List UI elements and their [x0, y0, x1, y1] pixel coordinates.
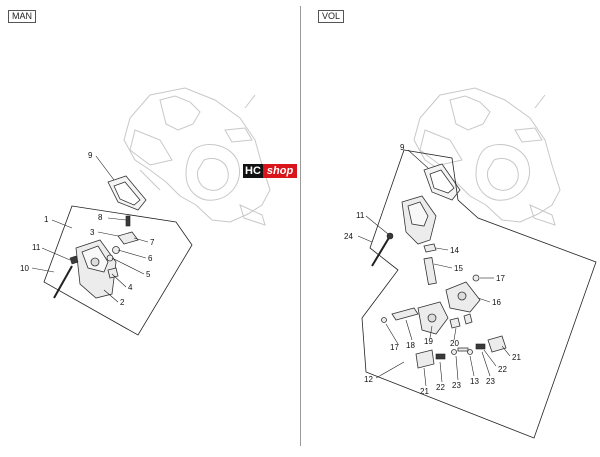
- small-parts-right: [371, 232, 507, 369]
- callout: 5: [146, 270, 151, 279]
- logo-shop-text: shop: [262, 164, 298, 178]
- callout: 11: [32, 243, 41, 252]
- callout: 23: [486, 377, 495, 386]
- callout: 15: [454, 264, 463, 273]
- callout: 24: [344, 232, 353, 241]
- callout: 8: [98, 213, 103, 222]
- callout: 11: [356, 211, 365, 220]
- engine-outline-right: [413, 87, 561, 226]
- panel-label-vol: VOL: [318, 10, 345, 23]
- cover-left: [75, 239, 117, 299]
- leader-lines-left: [31, 155, 149, 303]
- callout: 17: [390, 343, 399, 352]
- gasket-right: [423, 163, 461, 201]
- housing-right: [401, 195, 437, 245]
- callout: 19: [424, 337, 433, 346]
- callout: 23: [452, 381, 461, 390]
- callout: 16: [492, 298, 501, 307]
- callout: 6: [148, 254, 153, 263]
- group-outline-12: [361, 149, 597, 439]
- callout: 3: [90, 228, 95, 237]
- callout: 13: [470, 377, 479, 386]
- callout: 21: [420, 387, 429, 396]
- callout: 1: [44, 215, 49, 224]
- gasket-left: [107, 175, 147, 211]
- callouts-left: 9 1 8 3 7 11 6 10 5 4 2: [20, 151, 155, 307]
- leader-lines-right: [357, 149, 511, 387]
- callout: 9: [400, 143, 405, 152]
- callout: 10: [20, 264, 29, 273]
- callout: 12: [364, 375, 373, 384]
- callout: 21: [512, 353, 521, 362]
- engine-outline-left: [123, 87, 271, 226]
- logo-hc-text: HC: [243, 164, 263, 178]
- panel-divider: [300, 6, 301, 446]
- group-outline-1: [43, 205, 193, 336]
- callout: 9: [88, 151, 93, 160]
- callout: 4: [128, 283, 133, 292]
- callout: 22: [498, 365, 507, 374]
- callout: 2: [120, 298, 125, 307]
- callouts-right: 9 11 24 14 15 17 16 18 19 17 20 21 12 22…: [344, 143, 521, 396]
- panel-label-man: MAN: [8, 10, 36, 23]
- callout: 7: [150, 238, 155, 247]
- callout: 20: [450, 339, 459, 348]
- callout: 17: [496, 274, 505, 283]
- callout: 14: [450, 246, 459, 255]
- callout: 18: [406, 341, 415, 350]
- callout: 22: [436, 383, 445, 392]
- small-parts-left: [53, 215, 139, 299]
- hcshop-watermark-logo: HC shop: [243, 164, 298, 178]
